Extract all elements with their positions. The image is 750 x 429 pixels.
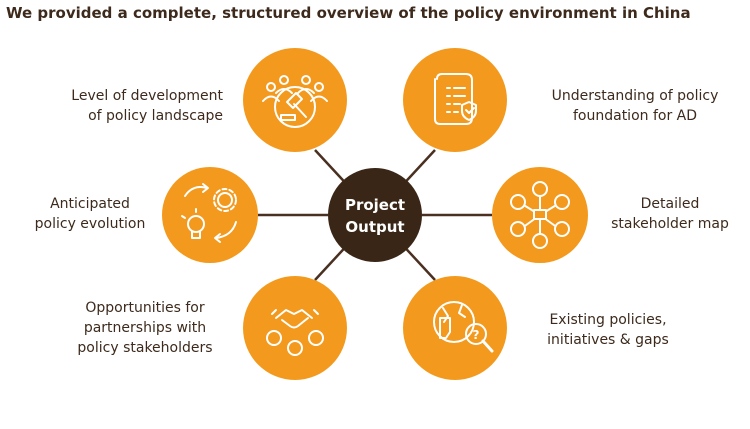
node-existing: ? — [403, 276, 507, 380]
label-anticipated-line1: Anticipated — [50, 196, 130, 212]
node-stakeholder — [492, 167, 588, 263]
label-anticipated-line2: policy evolution — [34, 216, 146, 232]
node-level — [243, 48, 347, 152]
label-existing-line1: Existing policies, — [549, 312, 667, 328]
label-anticipated: Anticipated policy evolution — [20, 194, 160, 234]
meeting-gavel-icon — [262, 75, 328, 128]
label-opportunities-line1: Opportunities for — [85, 300, 205, 316]
label-existing-line2: initiatives & gaps — [547, 332, 669, 348]
handshake-people-icon — [266, 309, 324, 356]
label-opportunities: Opportunities for partnerships with poli… — [55, 298, 235, 358]
node-opportunities — [243, 276, 347, 380]
svg-text:?: ? — [473, 328, 480, 342]
node-anticipated — [162, 167, 258, 263]
label-stakeholder-line2: stakeholder map — [611, 216, 729, 232]
center-label-line1: Project — [345, 196, 405, 214]
label-level: Level of development of policy landscape — [20, 86, 223, 126]
stakeholder-network-icon — [510, 181, 570, 249]
document-checklist-icon — [434, 73, 477, 125]
label-stakeholder: Detailed stakeholder map — [600, 194, 740, 234]
label-understanding-line1: Understanding of policy — [551, 88, 719, 104]
page-title: We provided a complete, structured overv… — [6, 4, 691, 22]
idea-gear-cycle-icon — [181, 183, 237, 243]
center-hub: Project Output — [328, 168, 422, 262]
label-level-line1: Level of development — [71, 88, 223, 104]
label-existing: Existing policies, initiatives & gaps — [528, 310, 688, 350]
node-understanding — [403, 48, 507, 152]
center-label-line2: Output — [345, 218, 404, 236]
label-opportunities-line3: policy stakeholders — [77, 340, 213, 356]
label-understanding: Understanding of policy foundation for A… — [530, 86, 740, 126]
label-stakeholder-line1: Detailed — [640, 196, 700, 212]
label-level-line2: of policy landscape — [88, 108, 223, 124]
label-opportunities-line2: partnerships with — [83, 320, 207, 336]
map-magnifier-icon: ? — [433, 301, 494, 353]
label-understanding-line2: foundation for AD — [572, 108, 698, 124]
